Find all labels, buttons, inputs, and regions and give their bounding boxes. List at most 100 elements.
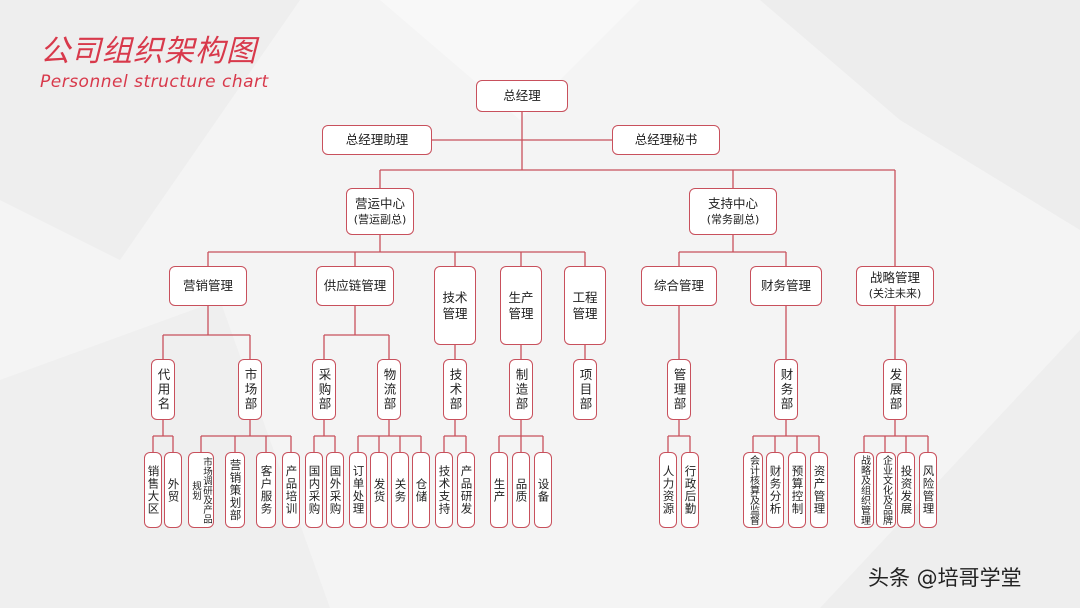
- unit-tech-support-label: 技术支持: [437, 465, 452, 515]
- unit-product-rd: 产品研发: [457, 452, 475, 528]
- unit-accounting-label: 会计核算及监督: [747, 455, 759, 525]
- unit-investment: 投资发展: [897, 452, 915, 528]
- unit-product-training-label: 产品培训: [284, 465, 299, 515]
- support-center-node: 支持中心 (常务副总): [689, 188, 777, 235]
- unit-foreign-trade: 外贸: [164, 452, 182, 528]
- unit-customer-service: 客户服务: [256, 452, 276, 528]
- ceo-label: 总经理: [503, 88, 541, 103]
- division-finance-label: 财务管理: [760, 278, 811, 293]
- division-tech-label: 技术管理: [442, 289, 468, 321]
- division-production-label: 生产管理: [508, 289, 534, 321]
- unit-produce: 生产: [490, 452, 508, 528]
- unit-sales-region: 销售大区: [144, 452, 162, 528]
- unit-foreign-purchase-label: 国外采购: [328, 465, 343, 515]
- unit-risk: 风险管理: [919, 452, 937, 528]
- unit-investment-label: 投资发展: [899, 465, 914, 515]
- unit-foreign-purchase: 国外采购: [326, 452, 344, 528]
- ops-center-label: 营运中心: [354, 195, 405, 211]
- unit-market-research: 市场调研及产品规划: [188, 452, 214, 528]
- unit-market-research-label: 市场调研及产品规划: [190, 456, 212, 524]
- dept-market-label: 市场部: [242, 367, 258, 412]
- assistant-node: 总经理助理: [322, 125, 432, 155]
- dept-agent-label: 代用名: [155, 367, 171, 412]
- unit-asset-mgmt-label: 资产管理: [812, 465, 827, 515]
- unit-order-processing-label: 订单处理: [351, 465, 366, 515]
- unit-strategy-org-label: 战略及组织管理: [858, 455, 870, 525]
- unit-risk-label: 风险管理: [921, 465, 936, 515]
- dept-logistics: 物流部: [377, 359, 401, 420]
- unit-quality-label: 品质: [514, 477, 529, 503]
- watermark: 头条 @培哥学堂: [868, 566, 1022, 590]
- dept-market: 市场部: [238, 359, 262, 420]
- dept-purchasing-label: 采购部: [316, 367, 332, 412]
- unit-strategy-org: 战略及组织管理: [854, 452, 874, 528]
- dept-project-label: 项目部: [577, 367, 593, 412]
- dept-development-label: 发展部: [887, 367, 903, 412]
- unit-domestic-purchase: 国内采购: [305, 452, 323, 528]
- unit-hr-label: 人力资源: [661, 465, 676, 515]
- dept-techdept-label: 技术部: [447, 367, 463, 412]
- unit-marketing-plan-label: 营销策划部: [228, 458, 243, 522]
- unit-culture-brand: 企业文化及品牌: [876, 452, 896, 528]
- strategy-node: 战略管理 (关注未来): [856, 266, 934, 306]
- unit-customs-label: 关务: [393, 477, 408, 503]
- division-supply: 供应链管理: [316, 266, 394, 306]
- ceo-node: 总经理: [476, 80, 568, 112]
- unit-customs: 关务: [391, 452, 409, 528]
- division-marketing-label: 营销管理: [182, 278, 233, 293]
- division-finance: 财务管理: [750, 266, 822, 306]
- division-marketing: 营销管理: [169, 266, 247, 306]
- unit-customer-service-label: 客户服务: [259, 465, 274, 515]
- unit-shipping: 发货: [370, 452, 388, 528]
- division-engineering-label: 工程管理: [572, 289, 598, 321]
- strategy-label: 战略管理: [869, 270, 920, 285]
- unit-fin-analysis: 财务分析: [766, 452, 784, 528]
- unit-quality: 品质: [512, 452, 530, 528]
- dept-manufacturing-label: 制造部: [513, 367, 529, 412]
- unit-hr: 人力资源: [659, 452, 677, 528]
- dept-development: 发展部: [883, 359, 907, 420]
- dept-admin-label: 管理部: [671, 367, 687, 412]
- unit-accounting: 会计核算及监督: [743, 452, 763, 528]
- dept-project: 项目部: [573, 359, 597, 420]
- division-tech: 技术管理: [434, 266, 476, 345]
- dept-logistics-label: 物流部: [381, 367, 397, 412]
- dept-finance-label: 财务部: [778, 367, 794, 412]
- ops-center-note: (营运副总): [353, 212, 407, 226]
- unit-admin-logistics-label: 行政后勤: [683, 465, 698, 515]
- division-general-label: 综合管理: [653, 278, 704, 293]
- unit-tech-support: 技术支持: [435, 452, 453, 528]
- division-production: 生产管理: [500, 266, 542, 345]
- strategy-note: (关注未来): [868, 287, 922, 300]
- unit-fin-analysis-label: 财务分析: [768, 465, 783, 515]
- unit-order-processing: 订单处理: [349, 452, 367, 528]
- dept-finance: 财务部: [774, 359, 798, 420]
- dept-manufacturing: 制造部: [509, 359, 533, 420]
- unit-warehouse-label: 仓储: [414, 477, 429, 503]
- secretary-label: 总经理秘书: [634, 132, 698, 147]
- dept-agent: 代用名: [151, 359, 175, 420]
- unit-marketing-plan: 营销策划部: [225, 452, 245, 528]
- unit-sales-region-label: 销售大区: [146, 465, 161, 515]
- dept-techdept: 技术部: [443, 359, 467, 420]
- unit-equipment: 设备: [534, 452, 552, 528]
- unit-shipping-label: 发货: [372, 477, 387, 503]
- secretary-node: 总经理秘书: [612, 125, 720, 155]
- division-engineering: 工程管理: [564, 266, 606, 345]
- unit-product-rd-label: 产品研发: [459, 465, 474, 515]
- unit-admin-logistics: 行政后勤: [681, 452, 699, 528]
- division-supply-label: 供应链管理: [323, 278, 387, 293]
- dept-purchasing: 采购部: [312, 359, 336, 420]
- dept-admin: 管理部: [667, 359, 691, 420]
- ops-center-node: 营运中心 (营运副总): [346, 188, 414, 235]
- unit-budget-label: 预算控制: [790, 465, 805, 515]
- unit-asset-mgmt: 资产管理: [810, 452, 828, 528]
- unit-equipment-label: 设备: [536, 477, 551, 503]
- unit-culture-brand-label: 企业文化及品牌: [880, 455, 892, 525]
- division-general: 综合管理: [641, 266, 717, 306]
- page-title: 公司组织架构图: [40, 34, 257, 69]
- assistant-label: 总经理助理: [345, 132, 409, 147]
- unit-product-training: 产品培训: [282, 452, 300, 528]
